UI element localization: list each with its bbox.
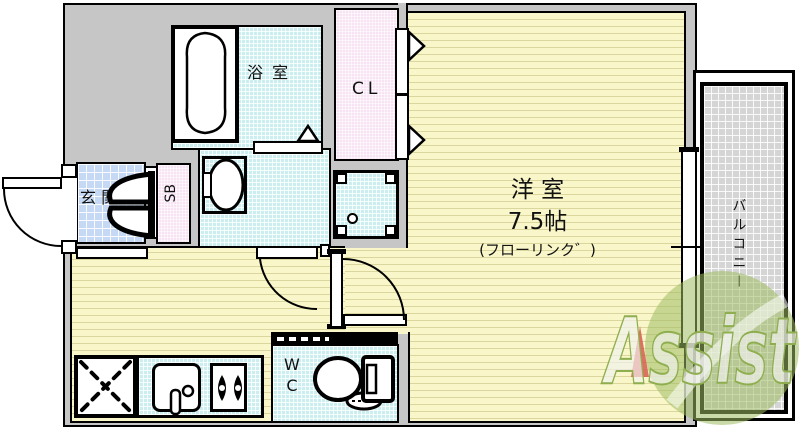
- wc-label: W C: [284, 354, 300, 396]
- entry-jamb-bottom: [61, 240, 77, 254]
- refrigerator-space: [74, 355, 137, 418]
- pan-corner-bl: [336, 225, 347, 236]
- entry-opening: [61, 168, 77, 252]
- wc-label-w: W: [284, 355, 300, 374]
- washbasin-counter: [202, 156, 247, 214]
- entry-jamb-top: [61, 164, 77, 178]
- wc-label-c: C: [286, 376, 298, 395]
- pan-corner-tr: [385, 173, 396, 184]
- closet-door-panel-bottom: [395, 94, 409, 160]
- entry-door-panel: [2, 177, 62, 189]
- entrance-step: [76, 247, 148, 259]
- kitchen-sink: [152, 363, 201, 412]
- balcony-window-cap-bottom: [679, 343, 699, 348]
- main-room-name: 洋 室: [510, 177, 565, 203]
- balcony-label: バルコニー: [730, 198, 747, 293]
- stove: [210, 363, 247, 412]
- shoebox-area: [156, 163, 191, 244]
- pan-corner-br: [385, 225, 396, 236]
- closet-door-panel-top: [395, 28, 409, 95]
- bathroom-label: 浴 室: [247, 63, 291, 82]
- balcony-window-rail-tick: [671, 246, 701, 248]
- main-door-cap-top: [327, 249, 346, 254]
- main-room-floor-type: (フローリンク゛): [479, 240, 596, 259]
- balcony-window: [681, 149, 697, 347]
- pan-drain: [347, 213, 358, 224]
- balcony-window-cap-top: [679, 147, 699, 152]
- bathtub: [171, 25, 239, 143]
- entry-door-swing-arc: [3, 188, 62, 247]
- shoebox-label: SB: [163, 184, 179, 203]
- entrance-label: 玄 関: [80, 188, 118, 207]
- wall-right-of-wc: [398, 332, 410, 423]
- wc-folding-door-bar: [271, 332, 398, 346]
- main-door-opening: [330, 252, 343, 328]
- pan-corner-tl: [336, 173, 347, 184]
- main-door-panel: [343, 314, 407, 326]
- bathroom-threshold: [253, 141, 323, 154]
- shoebox-front-panel: [144, 166, 158, 239]
- main-room-label: 洋 室 7.5帖 (フローリンク゛): [440, 177, 635, 259]
- main-room-size: 7.5帖: [507, 209, 568, 236]
- washroom-door-opening: [256, 246, 318, 259]
- closet-label: CL: [352, 79, 382, 99]
